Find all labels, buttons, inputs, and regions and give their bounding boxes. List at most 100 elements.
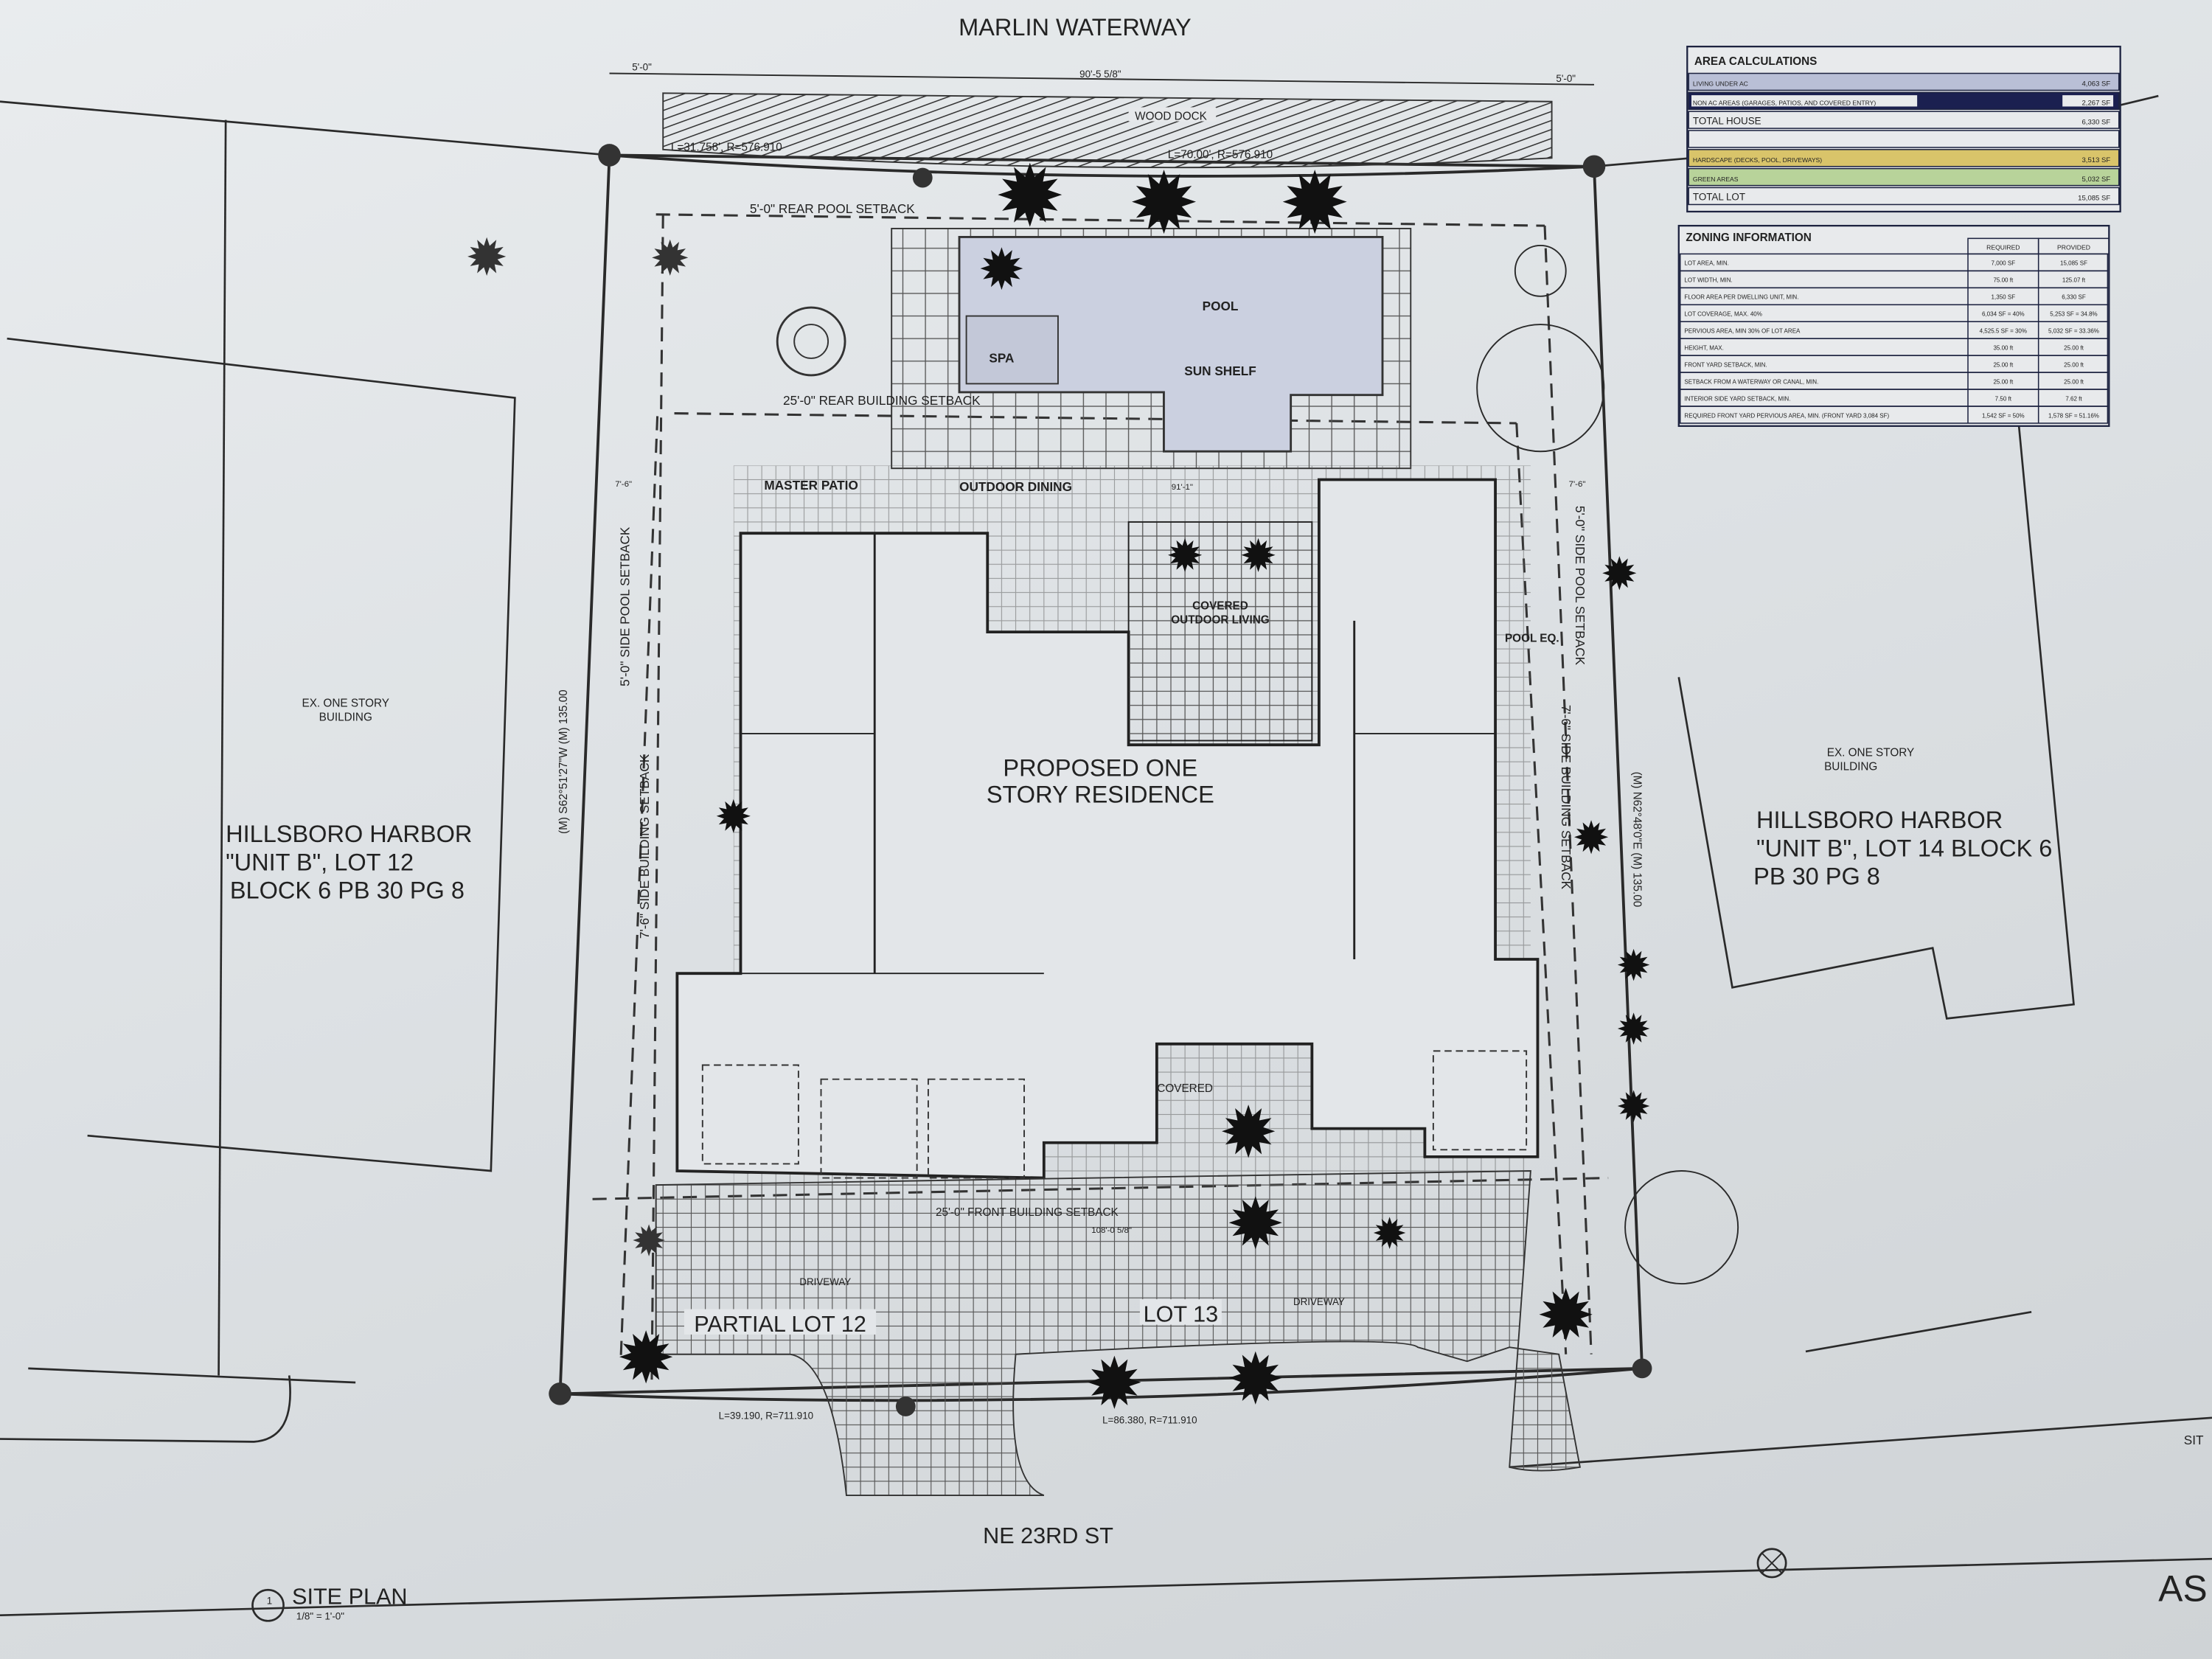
driveway [655, 1170, 1581, 1497]
arc-rear-left: L=31.758', R=576.910 [671, 142, 782, 154]
rear-building-setback: 25'-0" REAR BUILDING SETBACK [783, 393, 981, 408]
survey-markers [549, 144, 1652, 1416]
zoning-label: PERVIOUS AREA, MIN 30% OF LOT AREA [1684, 328, 1801, 335]
palm-trees: ✹ ✹ ✹ ✹ ✹ ✹ ✹ ✹ ✹ ✹ ✹ ✹ ✹ ✹ ✹ ✹ ✹ ✹ ✹ ✹ … [465, 150, 1651, 1423]
driveway-left: DRIVEWAY [799, 1276, 851, 1287]
outdoor-dining-label: OUTDOOR DINING [959, 479, 1072, 494]
left-lot-line-2: "UNIT B", LOT 12 [226, 849, 414, 875]
residence-label-1: PROPOSED ONE [1003, 754, 1197, 781]
zoning-provided: 5,253 SF = 34.8% [2050, 311, 2097, 318]
area-row: NON AC AREAS (GARAGES, PATIOS, AND COVER… [1688, 91, 2120, 111]
arc-rear-right: L=70.00', R=576.910 [1168, 148, 1273, 161]
zoning-label: LOT WIDTH, MIN. [1684, 277, 1732, 284]
area-row-value: 6,330 SF [2081, 118, 2110, 126]
left-corner-dim: 5'-0" [632, 62, 652, 73]
canopy-trees [1476, 244, 1739, 1285]
left-building-label-2: BUILDING [319, 712, 372, 724]
house-footprint [675, 465, 1540, 1186]
svg-text:✹: ✹ [1616, 1084, 1652, 1131]
right-neighbor-labels: EX. ONE STORY BUILDING HILLSBORO HARBOR … [1753, 747, 2052, 890]
zoning-provided: 25.00 ft [2064, 361, 2084, 368]
fire-pit [776, 306, 846, 377]
dim-91-1: 91'-1" [1172, 483, 1193, 492]
left-lot-line-3: BLOCK 6 PB 30 PG 8 [230, 877, 465, 904]
svg-text:✹: ✹ [714, 792, 752, 842]
wood-dock-label: WOOD DOCK [1135, 111, 1208, 123]
zoning-required: 35.00 ft [1993, 344, 2014, 351]
svg-text:✹: ✹ [1239, 531, 1277, 581]
svg-text:✹: ✹ [1616, 1006, 1652, 1054]
area-row-label: GREEN AREAS [1693, 175, 1739, 183]
svg-text:✹: ✹ [465, 229, 508, 286]
zoning-label: HEIGHT, MAX. [1684, 344, 1723, 351]
svg-text:✹: ✹ [1226, 1185, 1285, 1264]
top-dimension: 90'-5 5/8" [1079, 69, 1121, 80]
waterway-label: MARLIN WATERWAY [959, 14, 1192, 41]
svg-text:✹: ✹ [1616, 943, 1652, 990]
area-row-value: 2,267 SF [2081, 100, 2110, 108]
svg-text:✹: ✹ [995, 150, 1065, 244]
svg-text:✹: ✹ [1573, 813, 1610, 863]
lot-label: LOT 13 [1144, 1302, 1219, 1327]
zoning-required: 75.00 ft [1993, 277, 2014, 284]
area-row-label: TOTAL LOT [1693, 192, 1745, 203]
left-lot-line-1: HILLSBORO HARBOR [226, 821, 472, 847]
dim-7-6-left: 7'-6" [615, 480, 632, 489]
svg-text:✹: ✹ [1128, 157, 1199, 251]
covered-outdoor-living-2: OUTDOOR LIVING [1171, 614, 1269, 627]
right-bearing: (M) N62°48'0"E (M) 135.00 [1631, 772, 1644, 908]
zoning-provided: 6,330 SF [2062, 294, 2086, 301]
sheet-ref: AS [2158, 1568, 2207, 1610]
svg-text:✹: ✹ [1166, 531, 1203, 581]
svg-text:✹: ✹ [1085, 1344, 1144, 1423]
zoning-required: 25.00 ft [1993, 378, 2014, 385]
sheet-ref-partial: SIT [2184, 1433, 2204, 1447]
left-side-building-setback: 7'-6" SIDE BUILDING SETBACK [637, 754, 652, 939]
zoning-header: PROVIDED [2057, 244, 2090, 251]
area-row-label: HARDSCAPE (DECKS, POOL, DRIVEWAYS) [1693, 156, 1822, 164]
rear-pool-setback: 5'-0" REAR POOL SETBACK [750, 201, 915, 216]
master-patio-label: MASTER PATIO [764, 478, 858, 493]
zoning-label: FLOOR AREA PER DWELLING UNIT, MIN. [1684, 294, 1798, 301]
arc-front-right: L=86.380, R=711.910 [1102, 1414, 1197, 1425]
zoning-label: LOT COVERAGE, MAX. 40% [1684, 311, 1761, 318]
drawing-scale: 1/8" = 1'-0" [296, 1610, 344, 1621]
drawing-title: SITE PLAN [292, 1584, 407, 1609]
zoning-label: LOT AREA, MIN. [1684, 260, 1728, 267]
zoning-provided: 1,578 SF = 51.16% [2048, 412, 2099, 419]
right-building-label-1: EX. ONE STORY [1827, 747, 1914, 759]
svg-text:✹: ✹ [616, 1319, 675, 1398]
svg-text:✹: ✹ [1372, 1211, 1408, 1258]
right-side-building-setback: 7'-6" SIDE BUILDING SETBACK [1559, 705, 1573, 890]
zoning-required: 25.00 ft [1993, 361, 2014, 368]
wood-dock [662, 92, 1553, 169]
left-neighbor-labels: EX. ONE STORY BUILDING HILLSBORO HARBOR … [226, 698, 472, 904]
zoning-label: INTERIOR SIDE YARD SETBACK, MIN. [1684, 395, 1790, 402]
area-row-value: 4,063 SF [2081, 80, 2110, 88]
front-dimension: 108'-0 5/8" [1091, 1226, 1132, 1235]
area-row-value: 3,513 SF [2081, 156, 2110, 164]
area-row-label: LIVING UNDER AC [1693, 80, 1748, 88]
svg-text:✹: ✹ [1537, 1277, 1596, 1356]
area-row-value: 5,032 SF [2081, 175, 2110, 184]
zoning-label: REQUIRED FRONT YARD PERVIOUS AREA, MIN. … [1684, 412, 1889, 419]
right-lot-line-1: HILLSBORO HARBOR [1756, 807, 2003, 833]
zoning-required: 7.50 ft [1995, 395, 2012, 402]
area-row: GREEN AREAS 5,032 SF [1688, 167, 2120, 187]
svg-text:✹: ✹ [978, 239, 1025, 302]
left-building-label-1: EX. ONE STORY [302, 698, 389, 710]
svg-text:✹: ✹ [1279, 157, 1350, 251]
covered-outdoor-living-1: COVERED [1192, 600, 1248, 613]
pool-eq-label: POOL EQ. [1505, 633, 1559, 645]
area-row-value: 15,085 SF [2078, 195, 2110, 203]
area-table-title: AREA CALCULATIONS [1694, 55, 1818, 68]
right-corner-dim: 5'-0" [1556, 73, 1576, 84]
zoning-required: 1,542 SF = 50% [1982, 412, 2025, 419]
zoning-label: SETBACK FROM A WATERWAY OR CANAL, MIN. [1684, 378, 1818, 385]
spa-label: SPA [989, 351, 1014, 366]
right-lot-line-3: PB 30 PG 8 [1753, 863, 1880, 890]
dim-7-6-right: 7'-6" [1569, 480, 1586, 489]
